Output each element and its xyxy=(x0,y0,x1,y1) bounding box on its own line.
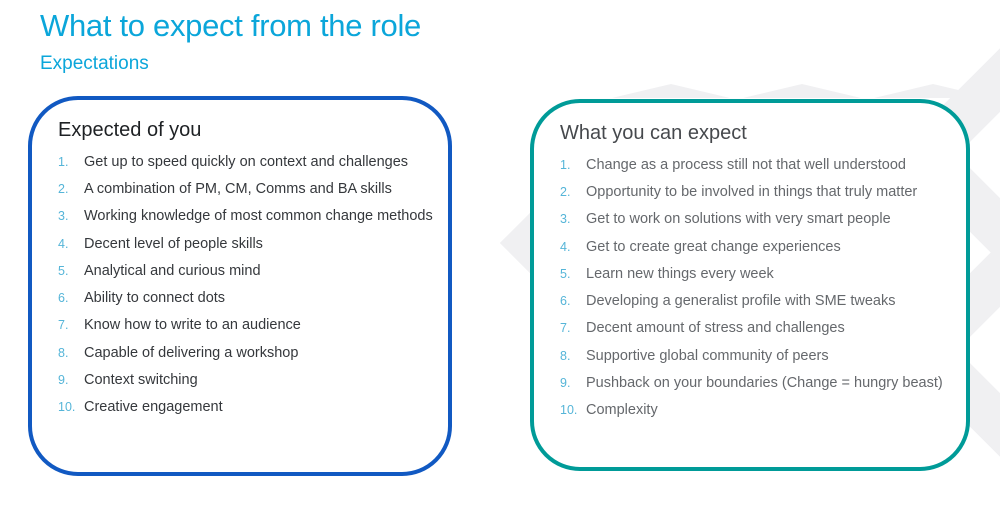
item-text: A combination of PM, CM, Comms and BA sk… xyxy=(84,180,392,197)
item-number: 10. xyxy=(560,403,578,418)
item-text: Decent level of people skills xyxy=(84,235,263,252)
item-number: 8. xyxy=(560,348,571,363)
item-number: 2. xyxy=(560,184,571,199)
item-text: Supportive global community of peers xyxy=(586,347,829,364)
item-number: 8. xyxy=(58,345,69,360)
item-number: 5. xyxy=(58,263,69,278)
item-number: 4. xyxy=(58,236,69,251)
list-item: 10. Complexity xyxy=(560,397,948,424)
item-text: Ability to connect dots xyxy=(84,290,226,307)
slide-title: What to expect from the role xyxy=(40,8,421,43)
item-text: Capable of delivering a workshop xyxy=(84,344,299,361)
background-chevron-peak xyxy=(874,84,992,98)
left-panel-list: 1. Get up to speed quickly on context and… xyxy=(58,148,433,421)
list-item: 9. Pushback on your boundaries (Change = … xyxy=(560,369,948,396)
background-chevron-peak xyxy=(743,84,861,98)
list-item: 8. Supportive global community of peers xyxy=(560,342,948,369)
item-number: 7. xyxy=(560,321,571,336)
right-panel-content: What you can expect 1. Change as a proces… xyxy=(534,103,966,424)
background-chevron-peak xyxy=(612,84,730,98)
list-item: 6. Ability to connect dots xyxy=(58,284,430,311)
list-item: 6. Developing a generalist profile with S… xyxy=(560,287,948,314)
right-panel-title: What you can expect xyxy=(560,122,747,144)
list-item: 5. Learn new things every week xyxy=(560,260,948,287)
item-number: 9. xyxy=(560,376,571,391)
list-item: 5. Analytical and curious mind xyxy=(58,257,430,284)
item-text: Decent amount of stress and challenges xyxy=(586,320,845,337)
item-text: Learn new things every week xyxy=(586,265,774,282)
item-number: 6. xyxy=(560,294,571,309)
item-text: Complexity xyxy=(586,402,658,419)
right-panel-what-you-can-expect: What you can expect 1. Change as a proces… xyxy=(530,99,970,471)
item-number: 10. xyxy=(58,400,76,415)
item-text: Know how to write to an audience xyxy=(84,317,301,334)
item-number: 7. xyxy=(58,318,69,333)
item-number: 5. xyxy=(560,266,571,281)
slide-subtitle: Expectations xyxy=(40,53,149,74)
item-text: Pushback on your boundaries (Change = hu… xyxy=(586,375,943,392)
list-item: 3. Get to work on solutions with very sma… xyxy=(560,206,948,233)
list-item: 2. Opportunity to be involved in things t… xyxy=(560,178,948,205)
item-text: Analytical and curious mind xyxy=(84,262,261,279)
list-item: 1. Get up to speed quickly on context and… xyxy=(58,148,430,175)
left-panel-expected-of-you: Expected of you 1. Get up to speed quickl… xyxy=(28,96,452,476)
item-number: 3. xyxy=(58,209,69,224)
item-number: 1. xyxy=(560,157,571,172)
item-text: Context switching xyxy=(84,372,198,389)
item-number: 9. xyxy=(58,373,69,388)
list-item: 4. Get to create great change experiences xyxy=(560,233,948,260)
left-panel-title: Expected of you xyxy=(58,119,202,141)
right-panel-list: 1. Change as a process still not that wel… xyxy=(560,151,948,424)
item-text: Get to create great change experiences xyxy=(586,238,841,255)
item-text: Creative engagement xyxy=(84,399,223,416)
item-number: 1. xyxy=(58,154,69,169)
item-text: Opportunity to be involved in things tha… xyxy=(586,183,918,200)
item-text: Developing a generalist profile with SME… xyxy=(586,293,896,310)
left-panel-content: Expected of you 1. Get up to speed quickl… xyxy=(32,100,448,421)
item-number: 4. xyxy=(560,239,571,254)
item-number: 3. xyxy=(560,212,571,227)
list-item: 8. Capable of delivering a workshop xyxy=(58,339,430,366)
item-text: Working knowledge of most common change … xyxy=(84,208,433,225)
list-item: 10. Creative engagement xyxy=(58,394,430,421)
list-item: 4. Decent level of people skills xyxy=(58,230,430,257)
item-text: Get up to speed quickly on context and c… xyxy=(84,153,409,170)
item-number: 6. xyxy=(58,291,69,306)
list-item: 7. Decent amount of stress and challenges xyxy=(560,315,948,342)
item-text: Change as a process still not that well … xyxy=(586,156,906,173)
item-number: 2. xyxy=(58,181,69,196)
item-text: Get to work on solutions with very smart… xyxy=(586,211,891,228)
list-item: 7. Know how to write to an audience xyxy=(58,312,430,339)
list-item: 9. Context switching xyxy=(58,366,430,393)
list-item: 1. Change as a process still not that wel… xyxy=(560,151,948,178)
list-item: 3. Working knowledge of most common chang… xyxy=(58,203,433,230)
list-item: 2. A combination of PM, CM, Comms and BA … xyxy=(58,175,430,202)
